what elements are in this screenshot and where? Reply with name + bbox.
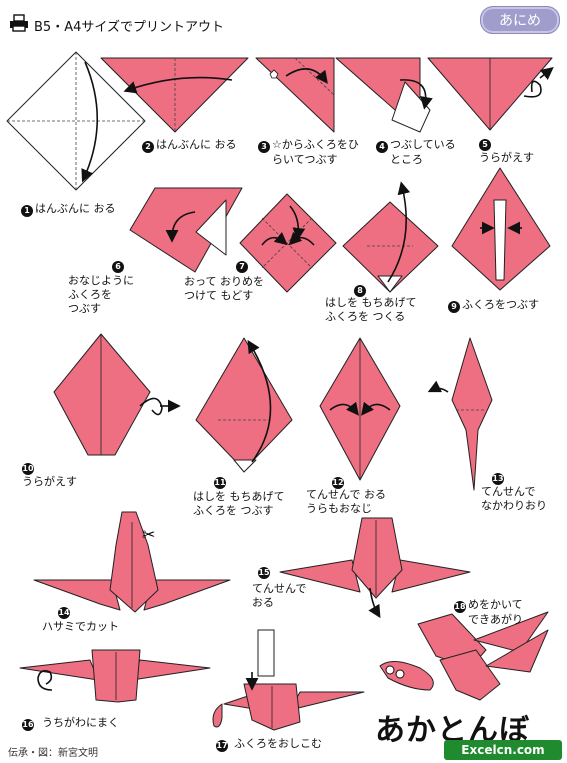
step-18-figure <box>379 611 549 701</box>
step-15-label: 15 <box>258 567 270 579</box>
step-11-figure <box>195 337 293 473</box>
step-11-text: はしを もちあげてふくろを つぶす <box>193 490 285 517</box>
step-14-label: 14 <box>58 607 70 619</box>
step-13-label: 13 <box>492 473 504 485</box>
step-13-text: てんせんでなかわりおり <box>481 485 547 512</box>
step-3-figure <box>255 57 335 133</box>
step-1-figure <box>6 51 146 191</box>
step-5-figure <box>427 57 554 131</box>
step-17-figure <box>212 629 365 731</box>
print-link[interactable]: B5・A4サイズでプリントアウト <box>34 20 224 35</box>
step-15-text: てんせんでおる <box>252 582 307 609</box>
step-6-label: 6 <box>112 258 126 273</box>
step-8-text: はしを もちあげてふくろを つくる <box>325 296 417 323</box>
svg-text:✂: ✂ <box>142 525 155 544</box>
step-12-figure <box>319 337 401 481</box>
step-12-label: 12 <box>332 477 344 489</box>
step-13-figure <box>427 337 493 491</box>
step-8-figure <box>342 181 439 293</box>
step-4-figure <box>335 57 433 133</box>
step-3-label: 3☆からふくろをひらいてつぶす <box>258 138 359 167</box>
watermark-logo: Excelcn.com <box>444 740 562 760</box>
step-2-figure <box>100 57 249 133</box>
step-16-figure <box>19 649 211 703</box>
step-6-text: おなじようにふくろをつぶす <box>68 274 134 315</box>
step-14-text: ハサミでカット <box>42 620 119 633</box>
step-12-text: てんせんで おるうらもおなじ <box>306 488 386 515</box>
step-6-figure <box>129 187 243 273</box>
printer-icon[interactable] <box>9 14 29 32</box>
step-8-label: 8 <box>354 282 368 297</box>
step-9-figure <box>451 167 551 291</box>
step-7-label: 7 <box>236 258 250 273</box>
step-14-figure: ✂ <box>33 511 231 613</box>
credit-text: 伝承・図：新宮文明 <box>8 748 98 759</box>
step-7-figure <box>239 193 337 293</box>
step-7-text: おって おりめをつけて もどす <box>184 275 264 302</box>
step-10-figure <box>53 333 181 456</box>
step-11-label: 11 <box>214 477 226 489</box>
step-15-figure <box>279 517 471 619</box>
anime-button[interactable]: あにめ <box>480 6 560 34</box>
